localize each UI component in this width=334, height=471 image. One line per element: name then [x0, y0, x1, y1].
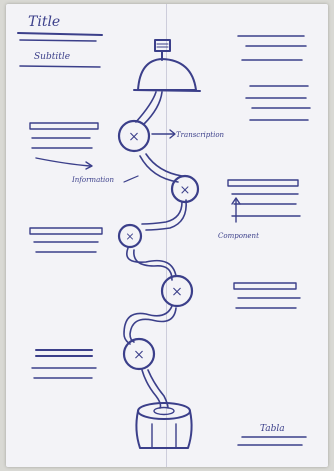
step-mark-5: ×: [133, 347, 145, 363]
pipeline-diagram: Title Subtitle: [6, 4, 328, 467]
text-block-left-2: [30, 228, 102, 252]
annotation-left-pointer: [124, 176, 138, 182]
title-underline-2: [20, 40, 96, 41]
step-node-5: ×: [124, 339, 154, 369]
annotation-arrow-up: [232, 198, 240, 222]
step-mark-2: ×: [180, 183, 191, 198]
step-node-2: ×: [172, 176, 198, 202]
step-node-1: ×: [119, 121, 149, 151]
collector-bucket: [136, 403, 191, 448]
text-block-right-2: [228, 180, 300, 216]
step-node-3: ×: [119, 225, 141, 247]
title-underline: [18, 33, 102, 35]
dome-source: [134, 40, 200, 91]
title-text: Title: [28, 14, 60, 30]
text-block-right-top: [238, 36, 310, 120]
sketch-sheet: Title Subtitle: [6, 4, 328, 467]
footer-label: Tabla: [260, 424, 285, 434]
text-block-left-1: [30, 123, 98, 169]
step-mark-3: ×: [125, 230, 134, 243]
subtitle-text: Subtitle: [34, 52, 70, 62]
annotation-lower-text: Component: [218, 232, 259, 240]
annotation-right-text: Transcription: [176, 131, 225, 139]
text-block-left-3: [32, 350, 96, 378]
subtitle-underline: [20, 66, 100, 67]
step-mark-1: ×: [128, 129, 140, 145]
step-mark-4: ×: [171, 284, 183, 300]
step-node-4: ×: [162, 276, 192, 306]
annotation-left-text: Information: [71, 176, 115, 184]
text-block-right-3: [234, 283, 300, 308]
annotation-arrow-right: [152, 130, 175, 138]
